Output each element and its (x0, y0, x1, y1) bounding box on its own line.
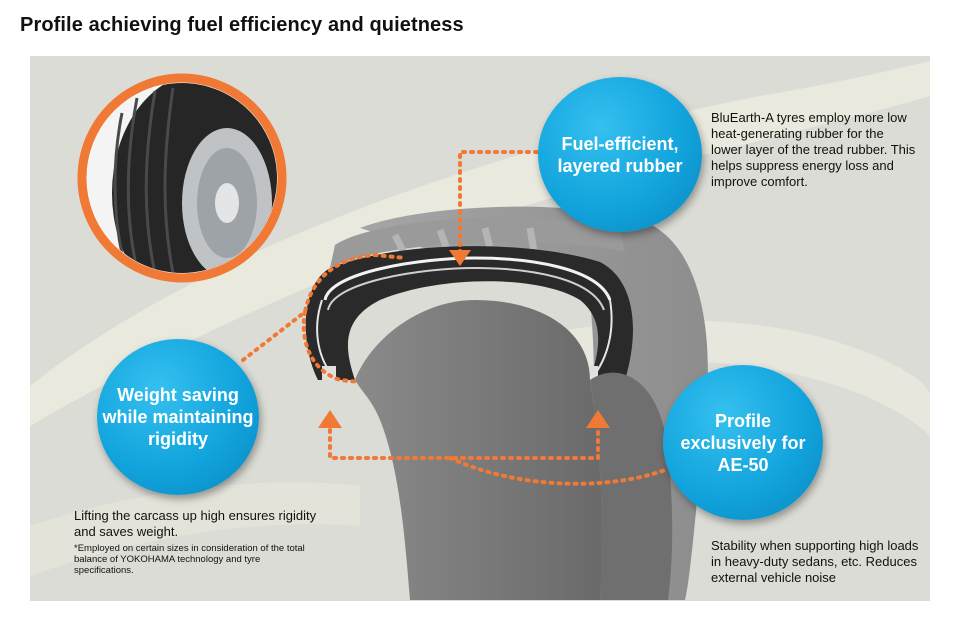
weight-label-line-2: while maintaining (102, 407, 254, 427)
profile-label-line-2: exclusively for (680, 432, 806, 453)
weight-label-line-3: rigidity (147, 429, 208, 449)
arrow-icon (318, 250, 610, 428)
weight-footnote: *Employed on certain sizes in considerat… (74, 543, 305, 576)
fuel-label-line-2: layered rubber (557, 155, 683, 176)
tyre-body (355, 300, 602, 600)
tread-top (330, 217, 625, 268)
profile-bubble: Profile exclusively for AE-50 (663, 365, 823, 520)
weight-saving-bubble: Weight saving while maintaining rigidity (97, 339, 259, 495)
weight-label-line-1: Weight saving (117, 385, 239, 405)
fuel-efficient-bubble: Fuel-efficient, layered rubber (538, 77, 702, 232)
profile-description: Stability when supporting high loads in … (711, 538, 919, 585)
profile-label-line-1: Profile (714, 410, 771, 431)
page-title: Profile achieving fuel efficiency and qu… (20, 14, 464, 36)
tyre-photo-icon (77, 73, 287, 283)
profile-label-line-3: AE-50 (717, 454, 769, 475)
weight-description: Lifting the carcass up high ensures rigi… (74, 508, 317, 539)
tyre-cross-section (305, 246, 633, 380)
fuel-label-line-1: Fuel-efficient, (561, 133, 679, 154)
fuel-description: BluEarth-A tyres employ more low heat-ge… (711, 110, 916, 189)
dotted-connectors (241, 150, 667, 486)
